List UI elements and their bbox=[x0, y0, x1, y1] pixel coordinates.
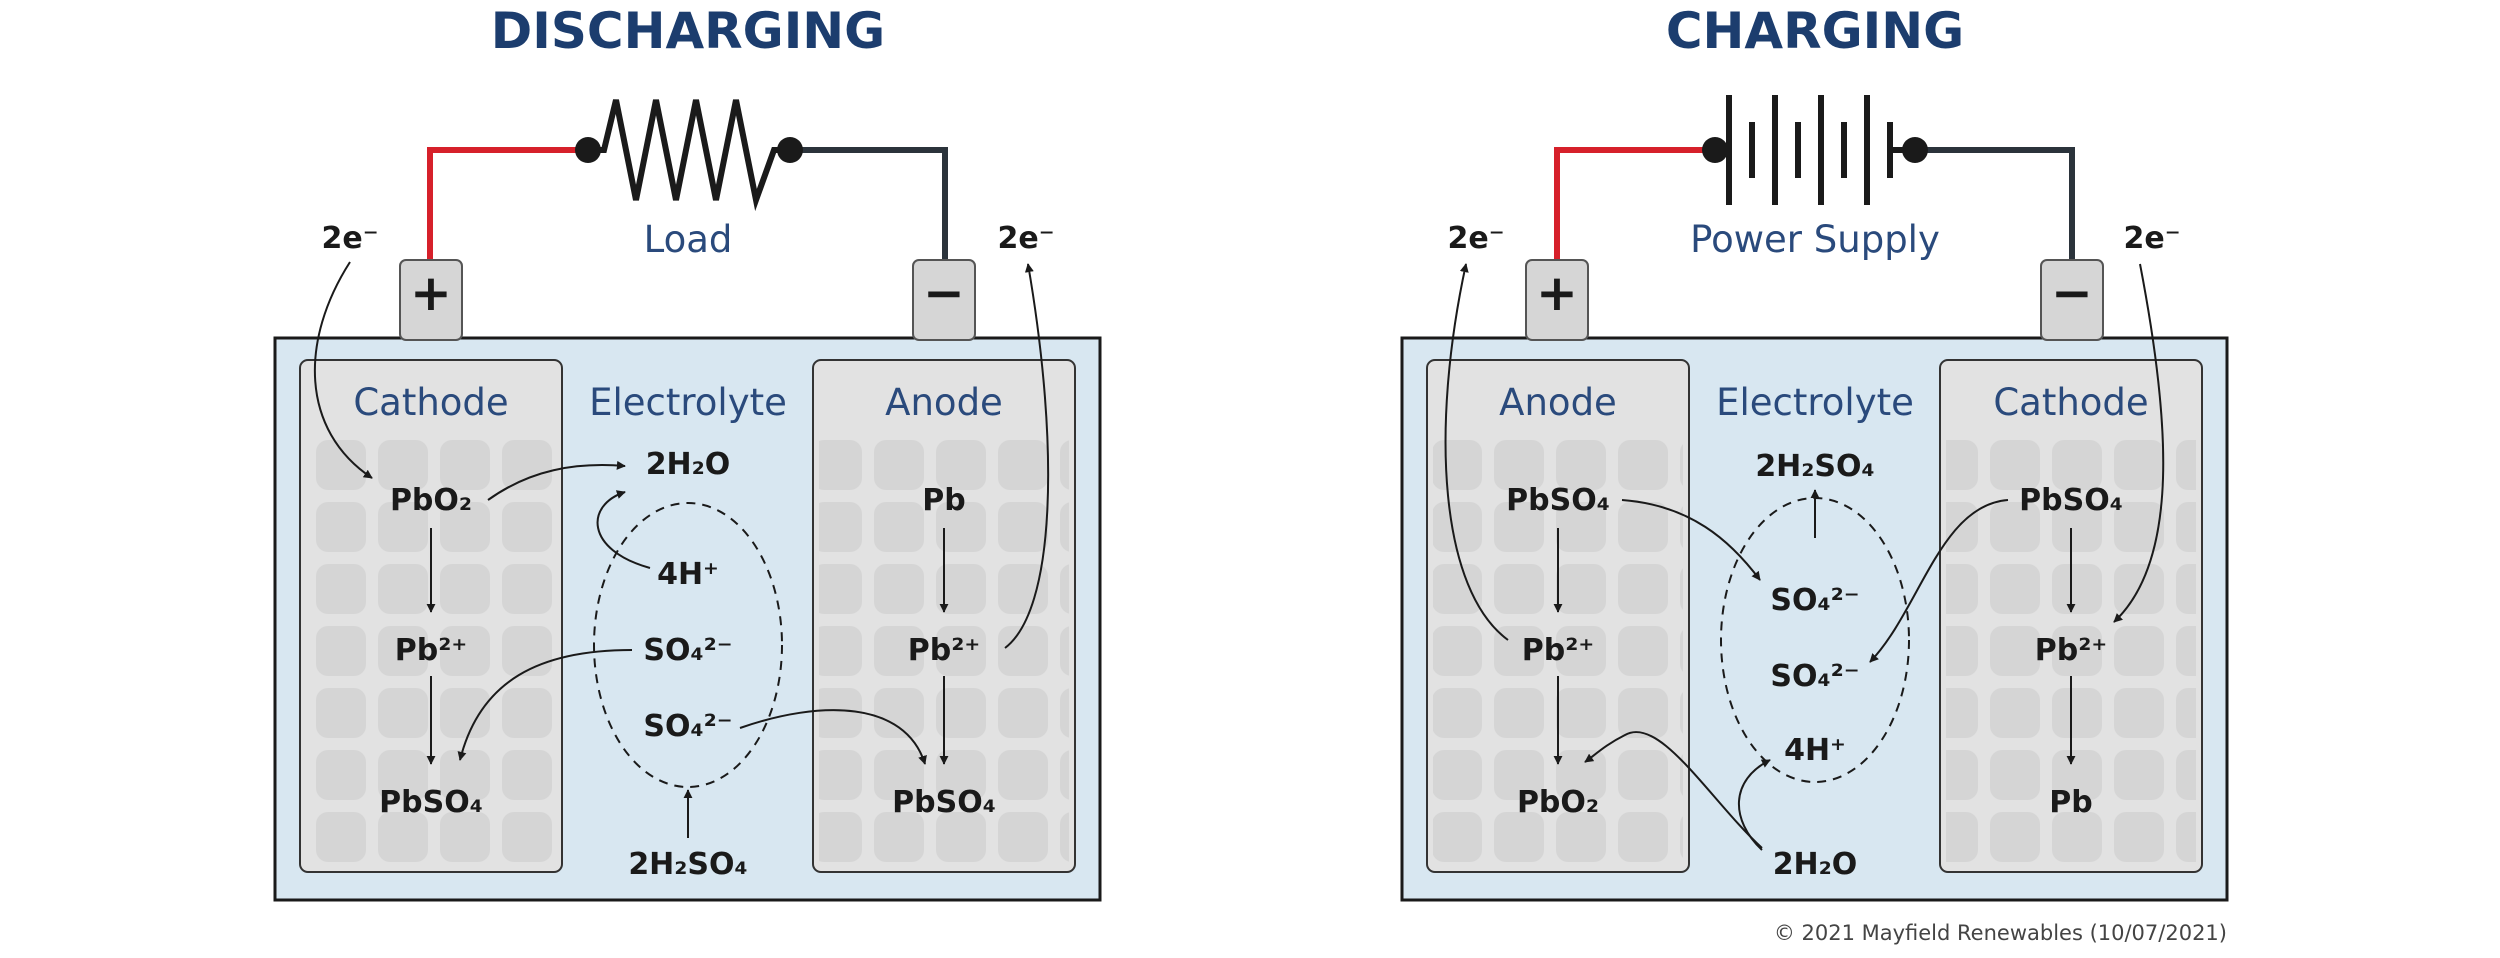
electrolyte-ion-h: 4H⁺ bbox=[1784, 733, 1846, 768]
cathode-grid bbox=[1946, 430, 2196, 868]
electron-label-right: 2e⁻ bbox=[997, 221, 1054, 256]
cathode-bottom: Pb bbox=[2049, 785, 2092, 820]
arrow-cathode-pbso4-so4 bbox=[1869, 499, 2009, 663]
electrolyte-label: Electrolyte bbox=[1716, 381, 1914, 424]
electrolyte-top: 2H₂O bbox=[646, 447, 731, 482]
positive-sign: + bbox=[1536, 264, 1578, 322]
cathode-label: Cathode bbox=[353, 381, 508, 424]
arrow-h-water bbox=[596, 490, 651, 569]
anode-top: Pb bbox=[922, 483, 965, 518]
negative-terminal bbox=[2040, 259, 2104, 341]
electrolyte-ion-so4-2: SO₄²⁻ bbox=[643, 709, 732, 744]
arrow-electron-out bbox=[1004, 263, 1050, 649]
arrow-water-h bbox=[1738, 759, 1771, 851]
anode-bottom: PbO₂ bbox=[1517, 785, 1599, 820]
anode-grid bbox=[819, 430, 1069, 868]
anode-bottom: PbSO₄ bbox=[892, 785, 996, 820]
arrow-pbo2-water bbox=[487, 460, 626, 501]
electron-label-right: 2e⁻ bbox=[2123, 221, 2180, 256]
copyright-notice: © 2021 Mayfield Renewables (10/07/2021) bbox=[1774, 921, 2227, 945]
electrolyte-bottom: 2H₂O bbox=[1773, 847, 1858, 882]
electrolyte-ion-so4-1: SO₄²⁻ bbox=[643, 633, 732, 668]
cathode-middle: Pb²⁺ bbox=[395, 633, 467, 668]
discharging-title: DISCHARGING bbox=[491, 2, 885, 60]
cathode-label: Cathode bbox=[1993, 381, 2148, 424]
arrow-electron-in bbox=[313, 261, 373, 479]
anode-top: PbSO₄ bbox=[1506, 483, 1610, 518]
positive-wire bbox=[427, 147, 588, 262]
cathode-grid bbox=[306, 430, 556, 868]
negative-terminal bbox=[912, 259, 976, 341]
positive-terminal bbox=[1525, 259, 1589, 341]
electrolyte-ion-cloud bbox=[593, 502, 783, 788]
negative-wire bbox=[790, 147, 948, 262]
anode-label: Anode bbox=[1499, 381, 1617, 424]
charging-panel: CHARGING Power Supply + − bbox=[1400, 2, 2229, 902]
negative-sign: − bbox=[2051, 264, 2093, 322]
positive-terminal bbox=[399, 259, 463, 341]
electrolyte-ion-h: 4H⁺ bbox=[657, 557, 719, 592]
resistor-node-right bbox=[777, 137, 803, 163]
electrolyte-ion-so4-2: SO₄²⁻ bbox=[1770, 659, 1859, 694]
arrow-electron-in bbox=[2113, 263, 2165, 623]
cathode-top: PbO₂ bbox=[390, 483, 472, 518]
arrow-so4-anode bbox=[739, 709, 927, 765]
supply-node-right bbox=[1902, 137, 1928, 163]
anode-label: Anode bbox=[885, 381, 1003, 424]
battery-symbol-icon bbox=[1715, 95, 1915, 205]
anode-middle: Pb²⁺ bbox=[1522, 633, 1594, 668]
discharging-panel: DISCHARGING Load + − Cathode Electrolyte… bbox=[273, 2, 1102, 902]
electrolyte-top: 2H₂SO₄ bbox=[1755, 449, 1874, 484]
charging-title: CHARGING bbox=[1666, 2, 1964, 60]
arrow-electron-out bbox=[1444, 263, 1509, 641]
cathode-top: PbSO₄ bbox=[2019, 483, 2123, 518]
resistor-icon bbox=[588, 99, 790, 212]
resistor-node-left bbox=[575, 137, 601, 163]
power-supply-label: Power Supply bbox=[1690, 218, 1940, 261]
cathode-middle: Pb²⁺ bbox=[2035, 633, 2107, 668]
arrow-water-pbo2 bbox=[1584, 731, 1763, 849]
cathode-bottom: PbSO₄ bbox=[379, 785, 483, 820]
arrow-pbso4-so4 bbox=[1621, 499, 1761, 581]
electrolyte-ion-so4-1: SO₄²⁻ bbox=[1770, 583, 1859, 618]
electrolyte-bottom: 2H₂SO₄ bbox=[628, 847, 747, 882]
negative-sign: − bbox=[923, 264, 965, 322]
arrow-so4-cathode bbox=[457, 649, 633, 761]
positive-wire bbox=[1554, 147, 1715, 262]
electron-label-left: 2e⁻ bbox=[1447, 221, 1504, 256]
load-label: Load bbox=[644, 218, 733, 261]
positive-sign: + bbox=[410, 264, 452, 322]
electron-label-left: 2e⁻ bbox=[321, 221, 378, 256]
electrolyte-label: Electrolyte bbox=[589, 381, 787, 424]
anode-middle: Pb²⁺ bbox=[908, 633, 980, 668]
supply-node-left bbox=[1702, 137, 1728, 163]
negative-wire bbox=[1915, 147, 2075, 262]
